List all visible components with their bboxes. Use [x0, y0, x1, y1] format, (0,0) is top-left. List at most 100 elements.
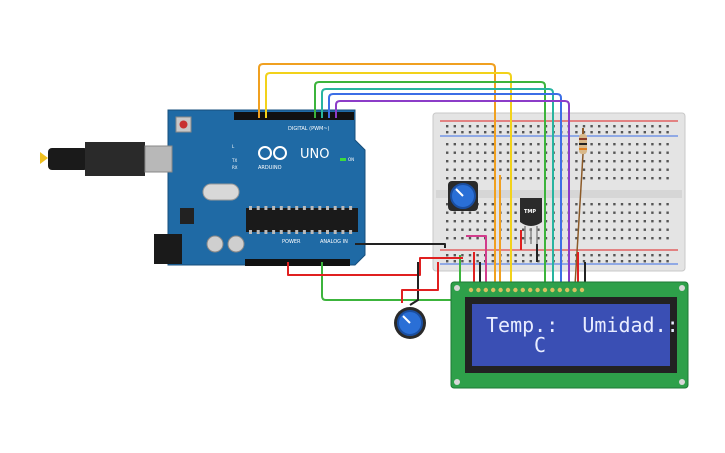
breadboard-hole[interactable] [476, 260, 479, 263]
breadboard-hole[interactable] [590, 177, 593, 180]
breadboard-hole[interactable] [514, 203, 517, 206]
breadboard-hole[interactable] [506, 237, 510, 240]
breadboard-hole[interactable] [582, 160, 586, 163]
breadboard-hole[interactable] [613, 260, 616, 263]
breadboard-hole[interactable] [506, 151, 510, 154]
breadboard-hole[interactable] [446, 143, 449, 146]
breadboard-hole[interactable] [484, 168, 487, 171]
breadboard-hole[interactable] [575, 151, 578, 154]
breadboard-hole[interactable] [491, 131, 494, 134]
breadboard-hole[interactable] [575, 228, 578, 231]
lcd-pin[interactable] [491, 287, 496, 293]
breadboard-hole[interactable] [537, 260, 540, 263]
breadboard-hole[interactable] [636, 260, 639, 263]
breadboard-hole[interactable] [628, 160, 631, 163]
breadboard-hole[interactable] [522, 168, 525, 171]
breadboard-hole[interactable] [613, 203, 616, 206]
breadboard-hole[interactable] [598, 237, 601, 240]
breadboard-hole[interactable] [651, 237, 654, 240]
breadboard-hole[interactable] [628, 203, 631, 206]
breadboard-hole[interactable] [499, 143, 502, 146]
breadboard-hole[interactable] [636, 160, 639, 163]
breadboard-hole[interactable] [476, 177, 479, 180]
reset-button-cap[interactable] [179, 120, 188, 129]
breadboard-hole[interactable] [491, 237, 494, 240]
breadboard-hole[interactable] [643, 237, 646, 240]
breadboard-hole[interactable] [628, 237, 631, 240]
breadboard-hole[interactable] [620, 203, 624, 206]
breadboard-hole[interactable] [484, 125, 487, 128]
breadboard-hole[interactable] [506, 228, 510, 231]
breadboard-hole[interactable] [537, 125, 540, 128]
breadboard-hole[interactable] [514, 160, 517, 163]
breadboard-hole[interactable] [453, 168, 456, 171]
breadboard-hole[interactable] [514, 228, 517, 231]
lcd-pin[interactable] [565, 287, 570, 293]
lcd-pin[interactable] [498, 287, 503, 293]
breadboard-hole[interactable] [468, 211, 472, 214]
breadboard-hole[interactable] [651, 211, 654, 214]
breadboard-hole[interactable] [628, 131, 631, 134]
breadboard-hole[interactable] [628, 125, 631, 128]
breadboard-hole[interactable] [476, 143, 479, 146]
breadboard-hole[interactable] [598, 151, 601, 154]
breadboard-hole[interactable] [476, 237, 479, 240]
breadboard-hole[interactable] [537, 168, 540, 171]
breadboard-hole[interactable] [582, 237, 586, 240]
breadboard-hole[interactable] [666, 228, 669, 231]
breadboard-hole[interactable] [499, 151, 502, 154]
breadboard-hole[interactable] [658, 203, 662, 206]
breadboard-hole[interactable] [643, 125, 646, 128]
breadboard-hole[interactable] [461, 260, 464, 263]
breadboard-hole[interactable] [522, 151, 525, 154]
breadboard-hole[interactable] [476, 151, 479, 154]
breadboard-hole[interactable] [529, 168, 532, 171]
breadboard-hole[interactable] [620, 254, 624, 257]
breadboard-hole[interactable] [575, 125, 578, 128]
breadboard-hole[interactable] [590, 151, 593, 154]
breadboard-hole[interactable] [446, 260, 449, 263]
breadboard-hole[interactable] [582, 220, 586, 223]
breadboard-hole[interactable] [590, 168, 593, 171]
resistor[interactable] [574, 128, 587, 286]
breadboard-hole[interactable] [643, 220, 646, 223]
breadboard-hole[interactable] [643, 177, 646, 180]
breadboard-hole[interactable] [620, 160, 624, 163]
breadboard-hole[interactable] [491, 220, 494, 223]
breadboard-hole[interactable] [453, 177, 456, 180]
breadboard-hole[interactable] [575, 203, 578, 206]
breadboard-hole[interactable] [666, 125, 669, 128]
breadboard-hole[interactable] [590, 260, 593, 263]
breadboard-hole[interactable] [590, 220, 593, 223]
breadboard-hole[interactable] [468, 168, 472, 171]
breadboard-hole[interactable] [598, 177, 601, 180]
breadboard-hole[interactable] [620, 228, 624, 231]
breadboard-hole[interactable] [613, 151, 616, 154]
breadboard-hole[interactable] [514, 237, 517, 240]
breadboard-hole[interactable] [620, 211, 624, 214]
breadboard-hole[interactable] [651, 203, 654, 206]
breadboard-hole[interactable] [506, 143, 510, 146]
breadboard-hole[interactable] [514, 211, 517, 214]
breadboard-hole[interactable] [582, 125, 586, 128]
wire-black-gnd[interactable] [355, 243, 446, 248]
breadboard-hole[interactable] [590, 143, 593, 146]
breadboard-hole[interactable] [468, 260, 472, 263]
breadboard-hole[interactable] [514, 220, 517, 223]
breadboard-hole[interactable] [605, 160, 608, 163]
breadboard-hole[interactable] [446, 203, 449, 206]
breadboard-hole[interactable] [658, 160, 662, 163]
breadboard-hole[interactable] [613, 237, 616, 240]
breadboard-hole[interactable] [514, 260, 517, 263]
lcd-pin[interactable] [579, 287, 585, 293]
breadboard-hole[interactable] [537, 177, 540, 180]
breadboard-hole[interactable] [514, 254, 517, 257]
breadboard-hole[interactable] [666, 203, 669, 206]
breadboard-hole[interactable] [651, 228, 654, 231]
breadboard-hole[interactable] [636, 254, 639, 257]
breadboard-hole[interactable] [598, 220, 601, 223]
breadboard-hole[interactable] [522, 260, 525, 263]
breadboard-hole[interactable] [491, 160, 494, 163]
breadboard-hole[interactable] [537, 237, 540, 240]
breadboard-hole[interactable] [575, 237, 578, 240]
